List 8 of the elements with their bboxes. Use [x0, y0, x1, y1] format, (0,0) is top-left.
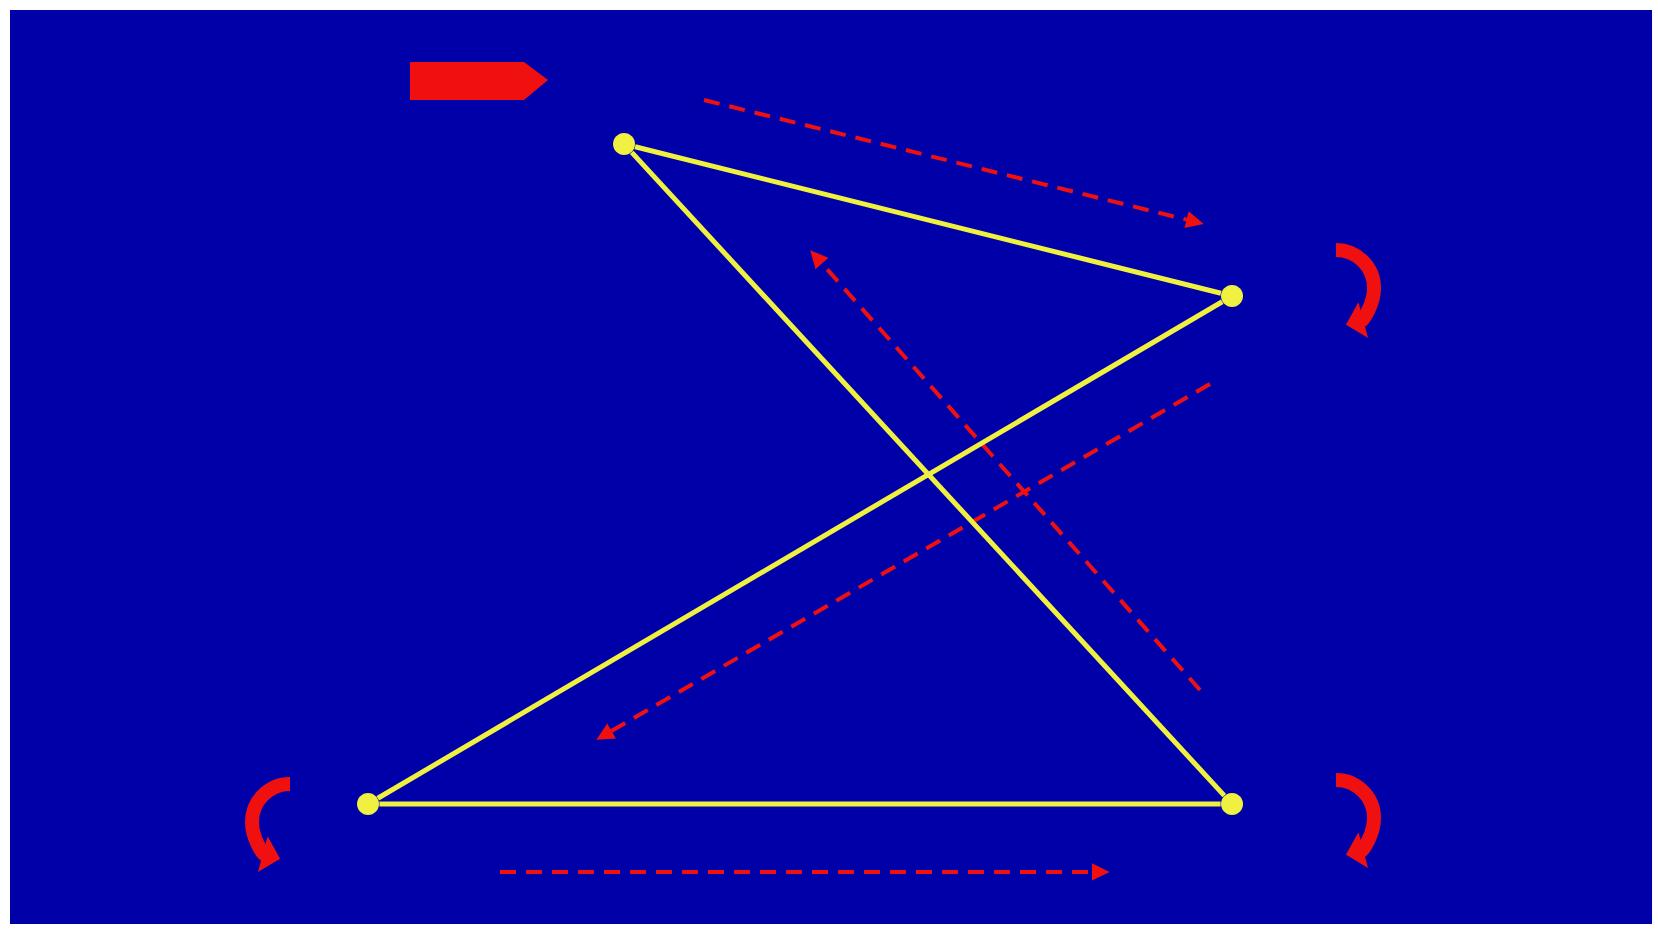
line — [379, 801, 1221, 807]
line — [634, 144, 1222, 296]
dot — [357, 793, 379, 815]
line — [629, 150, 1227, 798]
dot — [1221, 793, 1243, 815]
dot — [613, 133, 635, 155]
line — [376, 299, 1224, 801]
dot — [1221, 285, 1243, 307]
